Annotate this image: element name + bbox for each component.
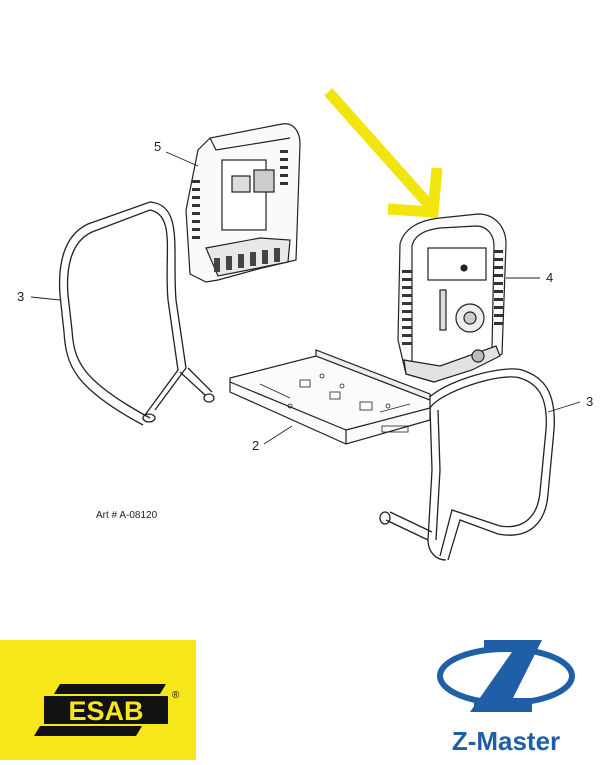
callout-part-4: 4 <box>546 270 554 285</box>
callout-part-3-left: 3 <box>17 289 25 304</box>
callout-part-3-right: 3 <box>586 394 594 409</box>
highlight-arrow <box>324 88 443 218</box>
esab-logo-text: ESAB <box>68 696 143 726</box>
callout-part-5: 5 <box>154 139 162 154</box>
rear-panel <box>185 123 301 283</box>
exploded-parts-diagram <box>30 88 581 561</box>
base-plate <box>229 349 431 445</box>
callout-part-2: 2 <box>252 438 260 453</box>
zmaster-emblem-icon <box>437 640 575 712</box>
registered-mark: ® <box>172 690 180 701</box>
front-panel <box>397 213 507 383</box>
leader-lines <box>30 151 581 445</box>
art-number: Art # A-08120 <box>96 510 158 521</box>
zmaster-logo-text: Z-Master <box>452 726 560 756</box>
tube-frame-right <box>379 368 555 561</box>
esab-logo: ESAB ® <box>0 640 196 760</box>
zmaster-logo: Z-Master <box>420 638 600 760</box>
tube-frame-left <box>58 201 215 426</box>
